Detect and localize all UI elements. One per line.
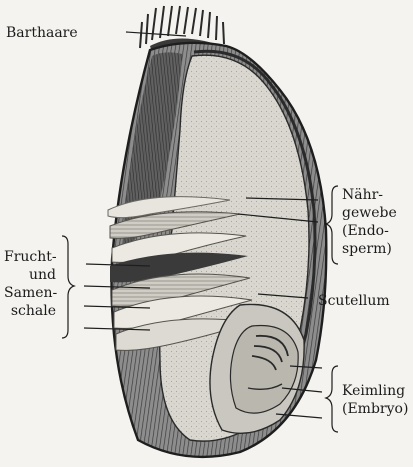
label-schale-line-1: Frucht- [4, 248, 56, 266]
label-naehrgewebe-line-4: sperm) [342, 240, 397, 258]
label-naehrgewebe-line-2: gewebe [342, 204, 397, 222]
brace-naehrgewebe [326, 186, 338, 264]
label-scutellum: Scutellum [318, 292, 390, 310]
label-keimling: Keimling (Embryo) [342, 382, 408, 418]
brace-keimling [326, 366, 338, 432]
label-keimling-line-1: Keimling [342, 382, 408, 400]
label-naehrgewebe: Nähr- gewebe (Endo- sperm) [342, 186, 397, 258]
label-frucht-samenschale: Frucht- und Samen- schale [4, 248, 56, 320]
brace-schale [62, 236, 74, 338]
label-barthaare: Barthaare [6, 24, 78, 42]
label-schale-line-2: und [4, 266, 56, 284]
label-schale-line-3: Samen- [4, 284, 56, 302]
label-schale-line-4: schale [4, 302, 56, 320]
label-keimling-line-2: (Embryo) [342, 400, 408, 418]
label-naehrgewebe-line-3: (Endo- [342, 222, 397, 240]
label-naehrgewebe-line-1: Nähr- [342, 186, 397, 204]
